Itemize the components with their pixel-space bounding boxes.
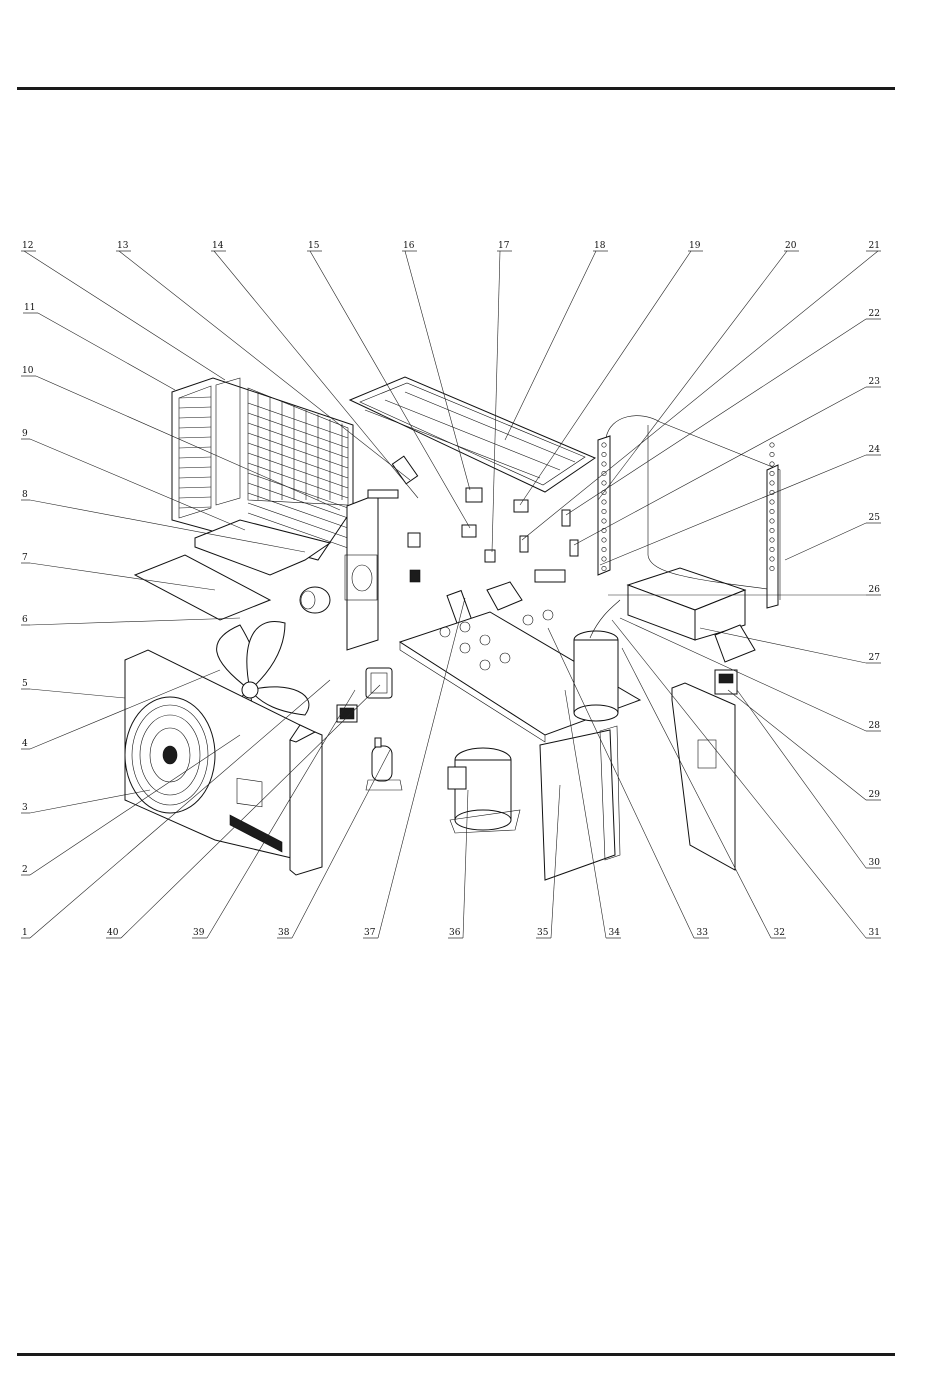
leader-line-20 — [598, 251, 787, 500]
callout-label-27: 27 — [869, 653, 881, 663]
callout-label-30: 30 — [869, 858, 881, 868]
callout-label-36: 36 — [449, 928, 461, 938]
callout-label-3: 3 — [22, 803, 28, 813]
leader-line-17 — [492, 251, 500, 552]
callout-label-28: 28 — [869, 721, 881, 731]
control-box — [715, 670, 737, 694]
callout-label-33: 33 — [697, 928, 709, 938]
callout-label-8: 8 — [22, 490, 28, 500]
callout-label-26: 26 — [869, 585, 881, 595]
callout-label-9: 9 — [22, 429, 28, 439]
callout-label-15: 15 — [308, 241, 320, 251]
middle-partition — [345, 494, 378, 650]
controller-board — [487, 582, 522, 610]
relay-16 — [466, 488, 482, 502]
callout-label-22: 22 — [869, 309, 880, 319]
callout-label-5: 5 — [22, 679, 28, 689]
callout-label-39: 39 — [193, 928, 205, 938]
leader-line-22 — [566, 319, 866, 515]
right-side-panel — [672, 683, 735, 870]
callout-label-23: 23 — [869, 377, 881, 387]
callout-label-17: 17 — [498, 241, 510, 251]
switch-17 — [485, 550, 495, 562]
leader-line-11 — [38, 313, 175, 390]
callout-label-21: 21 — [869, 241, 880, 251]
accumulator — [574, 600, 620, 721]
leader-line-24 — [600, 455, 866, 565]
leader-line-23 — [574, 387, 866, 545]
sensor-24 — [570, 540, 578, 556]
callout-label-4: 4 — [22, 739, 28, 749]
terminal-19 — [514, 500, 528, 512]
fitting-14 — [408, 533, 420, 547]
callout-label-24: 24 — [869, 445, 881, 455]
leader-line-30 — [737, 690, 866, 868]
callout-label-35: 35 — [537, 928, 549, 938]
leader-line-18 — [505, 251, 596, 440]
liquid-receiver — [366, 738, 402, 790]
leader-line-6 — [30, 618, 240, 625]
callout-label-37: 37 — [364, 928, 376, 938]
callout-label-13: 13 — [117, 241, 129, 251]
callout-label-25: 25 — [869, 513, 881, 523]
leader-line-25 — [785, 523, 866, 560]
side-panel-35 — [540, 726, 620, 880]
sensor-23 — [562, 510, 570, 526]
callout-label-11: 11 — [24, 303, 35, 313]
connector-12 — [410, 570, 420, 582]
callout-label-32: 32 — [774, 928, 785, 938]
callout-label-38: 38 — [278, 928, 290, 938]
capacitor-13 — [392, 456, 417, 484]
callout-label-10: 10 — [22, 366, 34, 376]
top-cover-tray — [350, 377, 595, 492]
callout-label-19: 19 — [689, 241, 701, 251]
callout-label-20: 20 — [785, 241, 797, 251]
callout-label-29: 29 — [869, 790, 881, 800]
callout-label-7: 7 — [22, 553, 28, 563]
callout-label-31: 31 — [869, 928, 880, 938]
fan-motor — [300, 587, 330, 613]
callout-label-2: 2 — [22, 865, 28, 875]
callout-label-18: 18 — [594, 241, 606, 251]
callout-label-16: 16 — [403, 241, 415, 251]
four-way-valve — [535, 570, 565, 582]
electrical-box — [628, 568, 755, 662]
compressor — [448, 748, 520, 833]
callout-label-14: 14 — [212, 241, 224, 251]
leader-line-16 — [405, 251, 470, 490]
small-box-39 — [337, 705, 357, 722]
callout-label-34: 34 — [609, 928, 621, 938]
callout-label-40: 40 — [107, 928, 119, 938]
callout-label-1: 1 — [22, 928, 28, 938]
bracket-bar — [368, 490, 398, 498]
leader-line-5 — [30, 689, 125, 698]
callout-label-12: 12 — [22, 241, 33, 251]
front-housing — [125, 650, 322, 875]
pressure-gauge-40 — [366, 668, 392, 698]
callout-label-6: 6 — [22, 615, 28, 625]
leader-line-31 — [612, 620, 866, 938]
leader-line-12 — [24, 251, 225, 380]
parts-artwork — [125, 377, 780, 880]
